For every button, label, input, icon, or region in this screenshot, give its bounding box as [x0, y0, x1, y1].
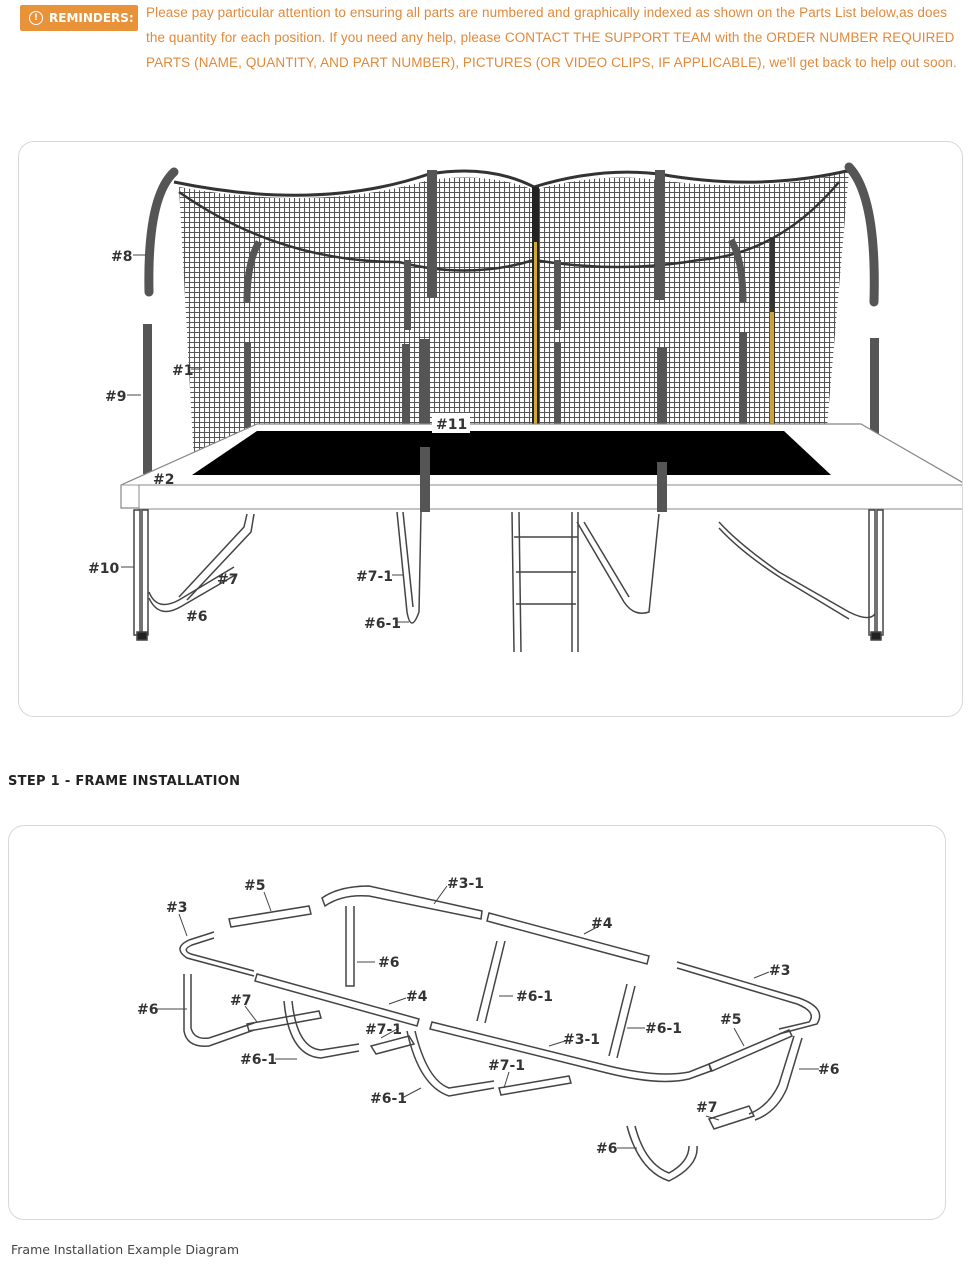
frame-label-3b: #3 — [769, 963, 790, 979]
reminders-badge: ! REMINDERS: — [20, 5, 138, 31]
step-1-title: STEP 1 - FRAME INSTALLATION — [8, 774, 241, 789]
label-10: #10 — [88, 561, 119, 577]
label-6-1: #6-1 — [364, 616, 401, 632]
frame-label-6-1b: #6-1 — [240, 1052, 277, 1068]
frame-label-3-1: #3-1 — [447, 876, 484, 892]
label-7: #7 — [217, 572, 238, 588]
frame-label-3-1b: #3-1 — [563, 1032, 600, 1048]
label-11: #11 — [436, 417, 467, 433]
assembled-trampoline-diagram: #8 #1 #9 #11 #2 #10 #7 #6 #7-1 #6-1 — [88, 162, 962, 653]
frame-label-6-1d: #6-1 — [370, 1091, 407, 1107]
diagram-caption: Frame Installation Example Diagram — [11, 1242, 239, 1257]
frame-label-3: #3 — [166, 900, 187, 916]
frame-label-7: #7 — [230, 993, 251, 1009]
frame-label-7-1b: #7-1 — [488, 1058, 525, 1074]
frame-label-6-1c: #6-1 — [645, 1021, 682, 1037]
frame-label-6-1: #6-1 — [516, 989, 553, 1005]
frame-installation-panel: #5 #3-1 #3 #4 #6 #3 #7 #4 #6-1 #6 #7-1 #… — [8, 825, 946, 1220]
frame-label-5b: #5 — [720, 1012, 741, 1028]
frame-label-4: #4 — [591, 916, 613, 932]
label-6: #6 — [186, 609, 207, 625]
reminders-badge-label: REMINDERS: — [49, 11, 134, 25]
reminder-text: Please pay particular attention to ensur… — [146, 5, 957, 70]
frame-label-7b: #7 — [696, 1100, 717, 1116]
frame-label-6b: #6 — [137, 1002, 158, 1018]
frame-label-6d: #6 — [596, 1141, 617, 1157]
label-8: #8 — [111, 249, 132, 265]
label-7-1: #7-1 — [356, 569, 393, 585]
frame-label-5: #5 — [244, 878, 265, 894]
label-1: #1 — [172, 363, 193, 379]
frame-label-4b: #4 — [406, 989, 428, 1005]
assembled-trampoline-panel: #8 #1 #9 #11 #2 #10 #7 #6 #7-1 #6-1 — [18, 141, 963, 717]
label-2: #2 — [153, 472, 174, 488]
frame-label-6: #6 — [378, 955, 399, 971]
safety-net — [179, 172, 849, 462]
frame-label-7-1: #7-1 — [365, 1022, 402, 1038]
frame-installation-diagram: #5 #3-1 #3 #4 #6 #3 #7 #4 #6-1 #6 #7-1 #… — [137, 876, 839, 1182]
label-9: #9 — [105, 389, 126, 405]
info-circle-icon: ! — [29, 11, 43, 25]
frame-label-6c: #6 — [818, 1062, 839, 1078]
